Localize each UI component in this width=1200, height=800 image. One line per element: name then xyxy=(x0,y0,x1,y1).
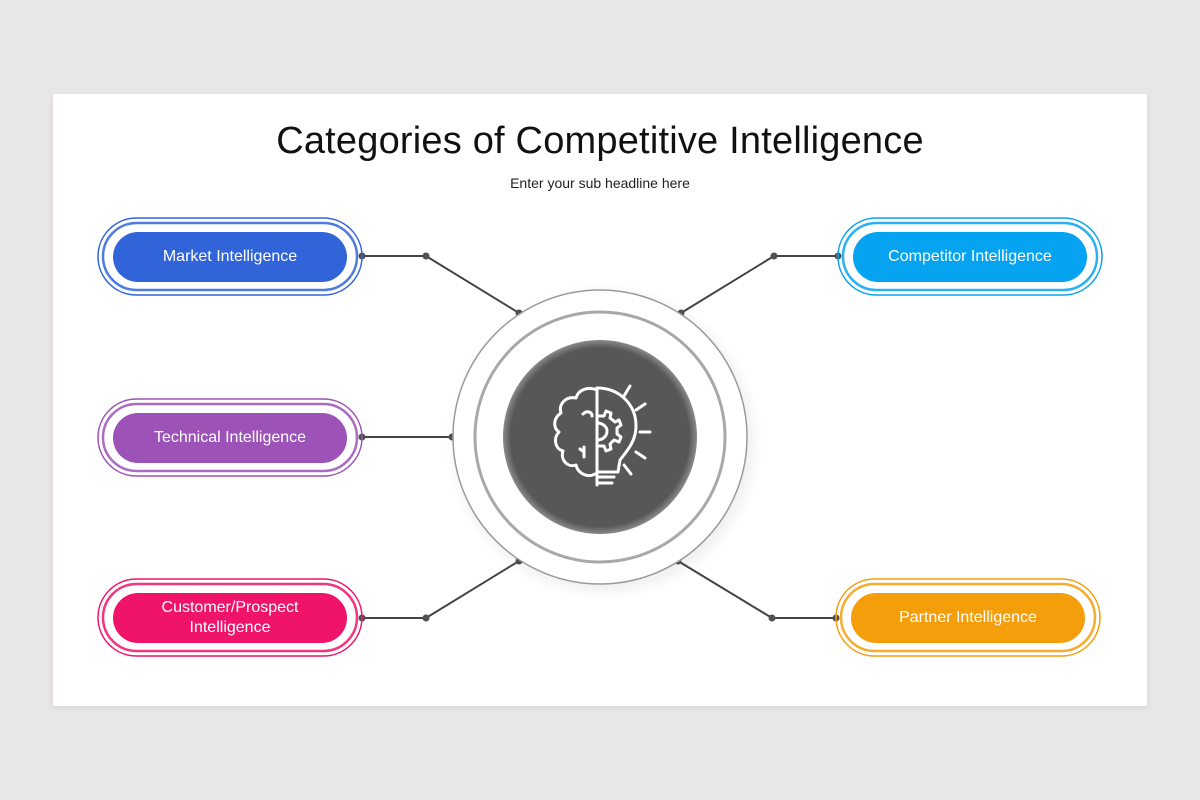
sub-headline: Enter your sub headline here xyxy=(510,175,690,191)
brain-lightbulb-gear-icon xyxy=(553,384,652,487)
pill-customer-prospect-intelligence[interactable] xyxy=(97,578,363,657)
pill-technical-intelligence[interactable] xyxy=(97,398,363,477)
pill-partner-intelligence[interactable] xyxy=(835,578,1101,657)
label-line-2: Intelligence xyxy=(189,619,271,636)
label-competitor-intelligence: Competitor Intelligence xyxy=(888,248,1052,265)
label-market-intelligence: Market Intelligence xyxy=(162,248,298,265)
label-line-1: Customer/Prospect xyxy=(161,599,299,616)
center-hub xyxy=(452,289,754,592)
label-customer-prospect-intelligence: Customer/Prospect Intelligence xyxy=(113,593,347,643)
label-technical-intelligence: Technical Intelligence xyxy=(153,429,307,446)
pill-market-intelligence[interactable] xyxy=(97,217,363,296)
label-partner-intelligence: Partner Intelligence xyxy=(899,609,1037,626)
page-title: Categories of Competitive Intelligence xyxy=(276,120,924,162)
pill-competitor-intelligence[interactable] xyxy=(837,217,1103,296)
